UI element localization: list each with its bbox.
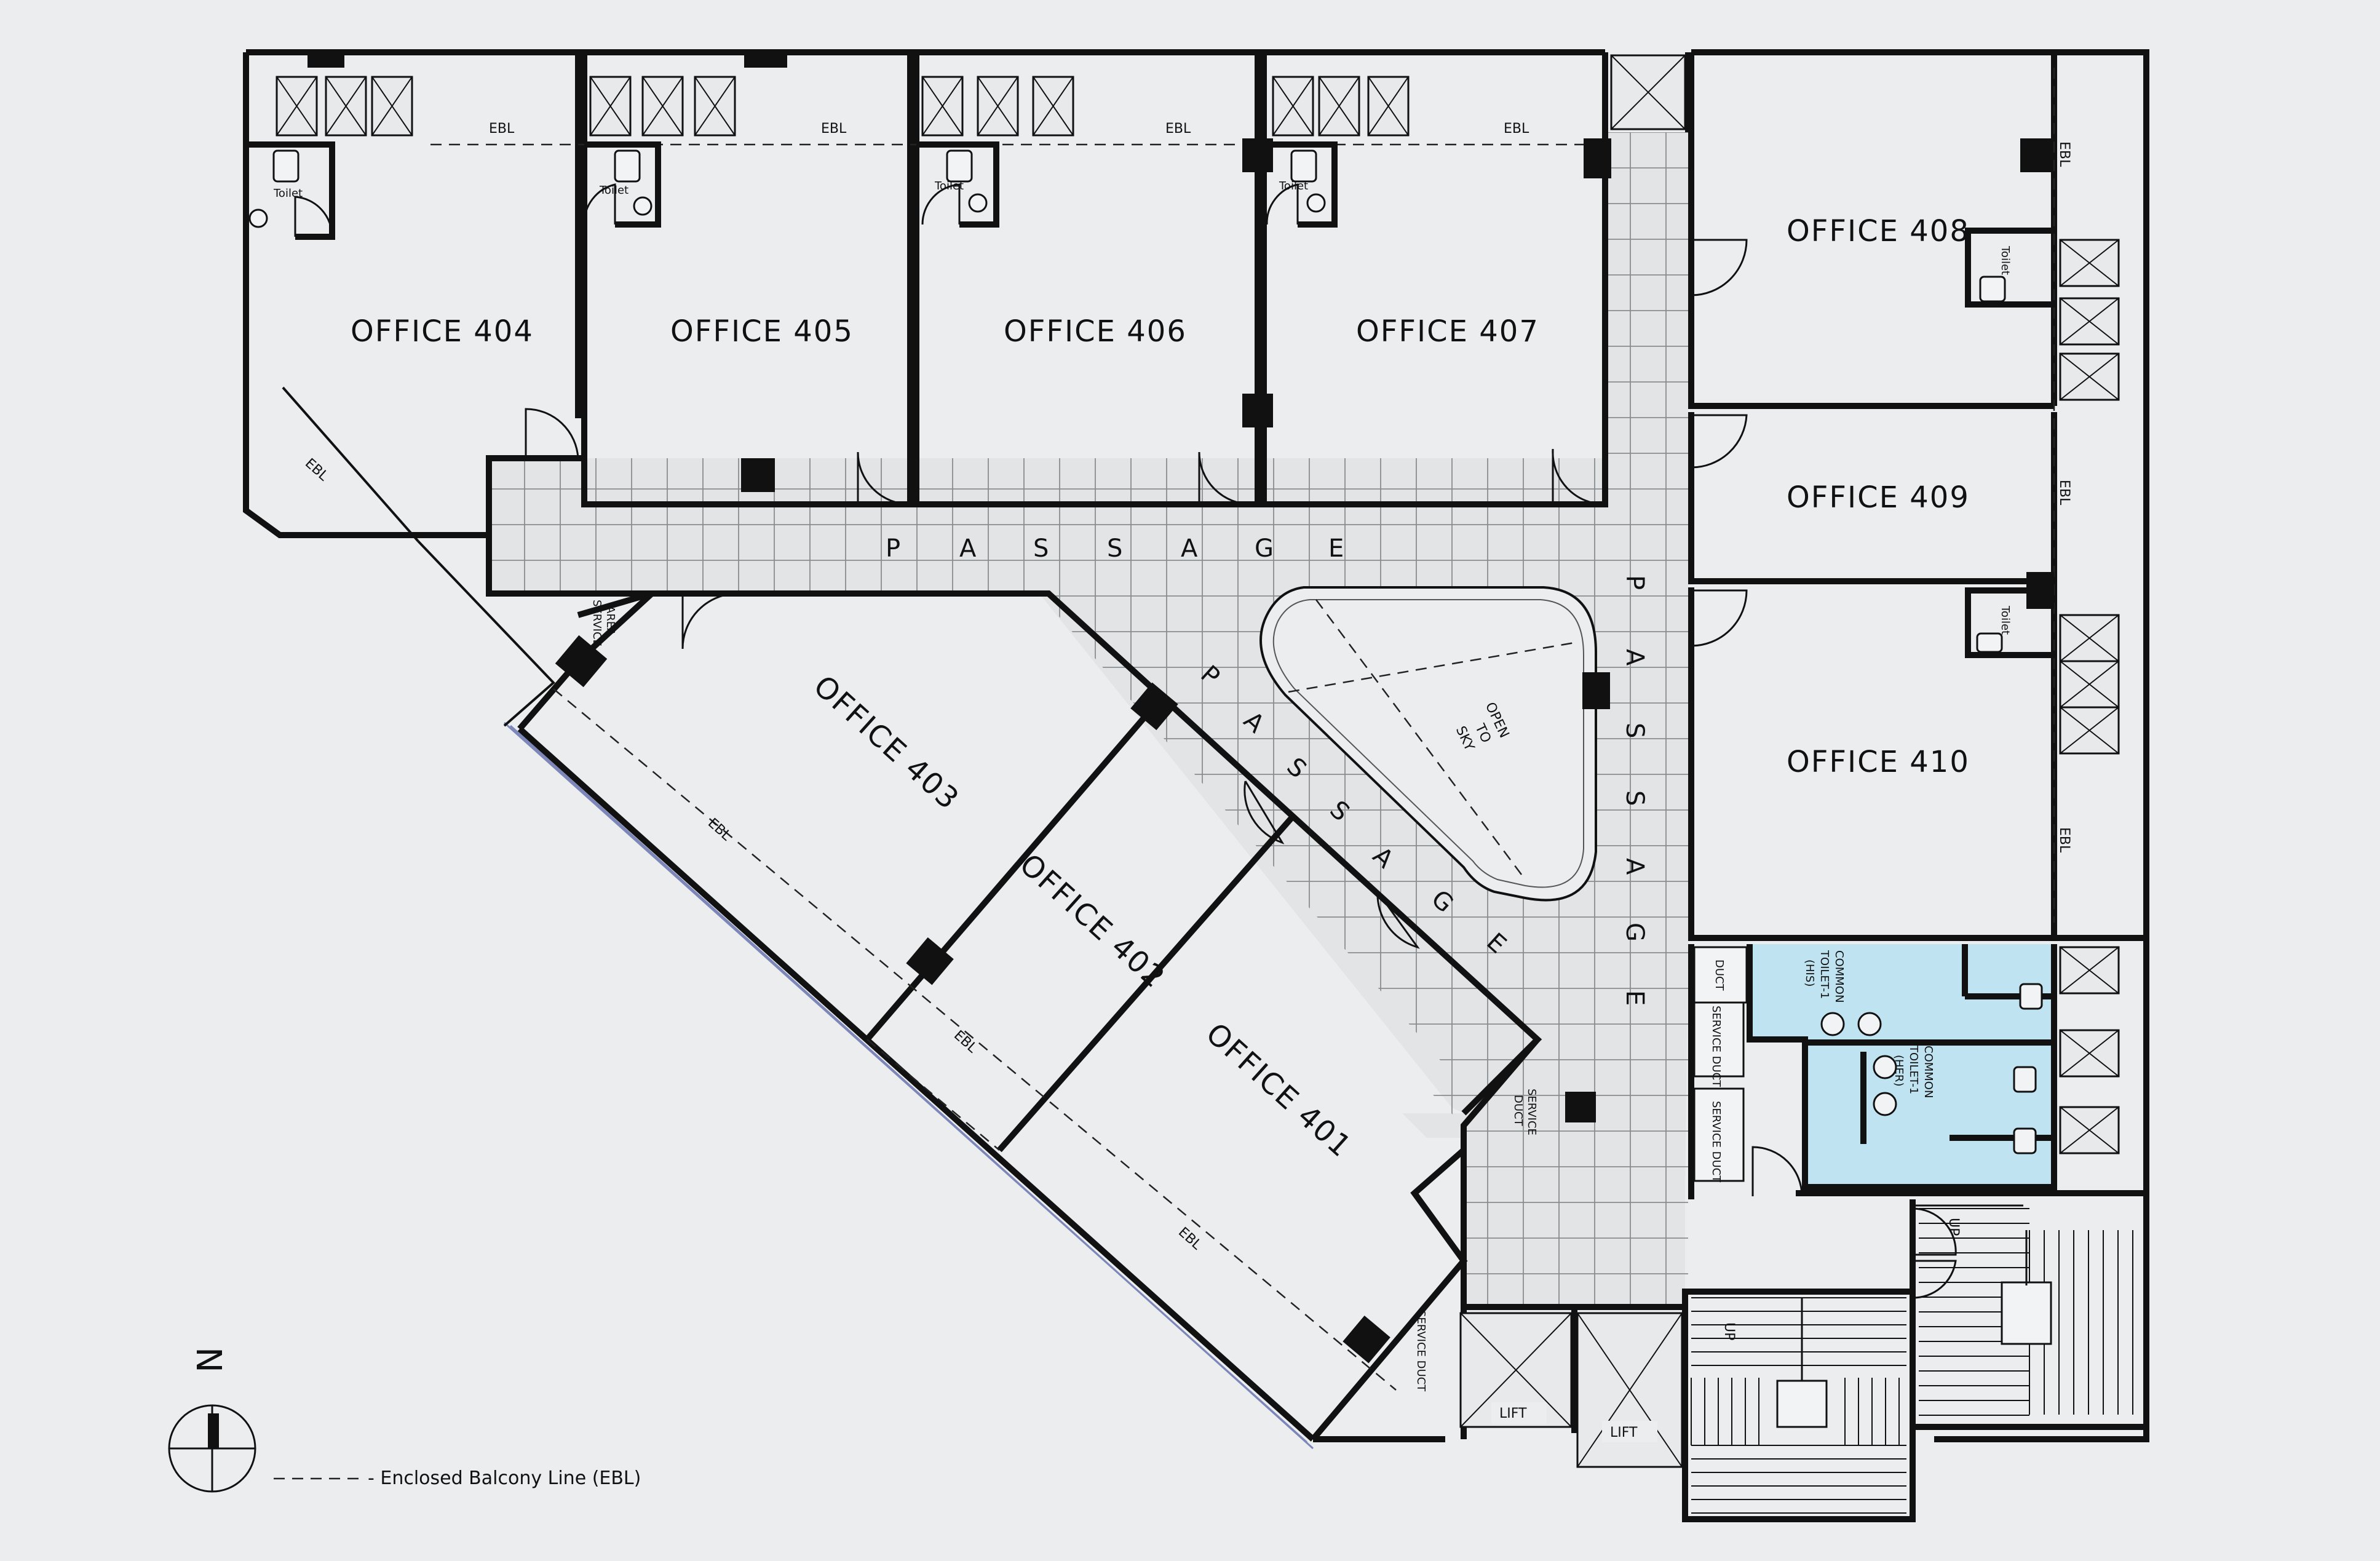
shaft-box (325, 76, 367, 137)
shaft-box (2059, 239, 2120, 287)
north-label: N (188, 1347, 228, 1373)
service-duct-label-4a: SERVICE (1525, 1089, 1538, 1135)
ebl-label-402: EBL (951, 1028, 980, 1057)
office-404-label: OFFICE 404 (351, 314, 534, 349)
shaft-box (694, 76, 736, 137)
staircase (1691, 1204, 2133, 1514)
toilet-405-label: Toilet (599, 184, 629, 197)
office-408-label: OFFICE 408 (1787, 214, 1970, 248)
passage-v-1: P (1620, 575, 1649, 591)
passage-h-6: G (1255, 534, 1275, 563)
office-410-label: OFFICE 410 (1787, 745, 1970, 779)
service-area: SERVICE AREA (590, 600, 617, 646)
service-area-line-1: SERVICE (590, 600, 603, 646)
ebl-label-401: EBL (1175, 1225, 1205, 1253)
legend: N - Enclosed Balcony Line (EBL) (168, 1347, 641, 1493)
shaft-box (1318, 76, 1360, 137)
shaft-box (2059, 614, 2120, 662)
doors (294, 183, 2012, 1299)
passage-h-5: A (1181, 534, 1199, 563)
service-duct-label-2: SERVICE DUCT (1710, 1101, 1723, 1183)
columns (307, 52, 2054, 1364)
lift-label-2: LIFT (1610, 1425, 1638, 1440)
passage-v-6: G (1620, 923, 1649, 943)
office-407-label: OFFICE 407 (1356, 314, 1539, 349)
common-toilet-his-2: TOILET-1 (1818, 950, 1831, 999)
common-toilet-his-3: (HIS) (1803, 959, 1816, 987)
shaft-box (2059, 706, 2120, 755)
toilet-410-label: Toilet (1999, 605, 2012, 635)
passage-h-3: S (1033, 534, 1050, 563)
common-toilet-her-3: (HER) (1892, 1055, 1905, 1086)
office-403-label: OFFICE 403 (807, 669, 966, 817)
shaft-boxes (276, 54, 2120, 1154)
passage-h-1: P (886, 534, 902, 563)
lifts-stairs: LIFT LIFT UP UP SERVICE DUCT SERVICE DUC… (1414, 1089, 2133, 1514)
duct-label: DUCT (1713, 959, 1726, 991)
shaft-box (1272, 76, 1314, 137)
north-arrow: N (168, 1347, 256, 1493)
shaft-box (921, 76, 964, 137)
ebl-label-407: EBL (1504, 121, 1529, 137)
stair-up-label-1: UP (1721, 1322, 1737, 1340)
passage-h-4: S (1107, 534, 1124, 563)
shaft-box (589, 76, 632, 137)
shaft-box (2059, 297, 2120, 346)
common-toilet-her-2: TOILET-1 (1907, 1045, 1920, 1094)
shaft-box (2059, 1029, 2120, 1078)
ebl-label-406: EBL (1165, 121, 1191, 137)
toilet-408-label: Toilet (1999, 245, 2012, 275)
passage-h-2: A (959, 534, 977, 563)
ebl-label-403: EBL (705, 816, 734, 844)
shaft-box (2059, 946, 2120, 995)
common-toilet-her-1: COMMON (1922, 1046, 1935, 1098)
shaft-box (1367, 76, 1410, 137)
office-405-label: OFFICE 405 (670, 314, 854, 349)
office-401-label: OFFICE 401 (1199, 1016, 1359, 1164)
common-toilet-his-1: COMMON (1833, 950, 1846, 1003)
shaft-box (2059, 660, 2120, 709)
service-area-line-2: AREA (604, 606, 617, 636)
lift-label-1: LIFT (1499, 1406, 1527, 1421)
passage-v-3: S (1620, 723, 1649, 739)
shaft-box (2059, 1106, 2120, 1154)
ebl-label-410: EBL (2057, 827, 2072, 853)
service-duct-label-3: SERVICE DUCT (1414, 1310, 1427, 1392)
shaft-box (2059, 352, 2120, 401)
service-duct-label-4b: DUCT (1512, 1095, 1525, 1127)
passage-v-2: A (1620, 649, 1649, 667)
passage-v-5: A (1620, 858, 1649, 876)
shaft-box (276, 76, 318, 137)
passage-v-4: S (1620, 790, 1649, 807)
shaft-box (641, 76, 684, 137)
office-toilets: Toilet Toilet Toilet Toilet Toilet Toile… (246, 141, 2054, 658)
common-toilets: COMMON TOILET-1 (HIS) COMMON TOILET-1 (H… (1693, 944, 2054, 1190)
service-duct-label-1: SERVICE DUCT (1710, 1006, 1723, 1087)
office-406-label: OFFICE 406 (1004, 314, 1187, 349)
office-402-label: OFFICE 402 (1013, 847, 1172, 995)
ebl-label-408: EBL (2057, 141, 2072, 167)
ebl-label-404: EBL (489, 121, 515, 137)
shaft-box (977, 76, 1019, 137)
open-to-sky: OPEN TO SKY (1259, 586, 1610, 902)
passage-v-7: E (1620, 990, 1649, 1007)
shaft-box (1032, 76, 1074, 137)
ebl-label-409: EBL (2057, 480, 2072, 506)
ebl-label-405: EBL (821, 121, 847, 137)
shaft-box (1610, 54, 1686, 130)
ebl-label-404-diag: EBL (302, 456, 331, 485)
passage-h-7: E (1328, 534, 1345, 563)
legend-ebl-text: - Enclosed Balcony Line (EBL) (368, 1468, 641, 1489)
stair-up-label-2: UP (1946, 1218, 1961, 1236)
office-409-label: OFFICE 409 (1787, 480, 1970, 515)
shaft-box (371, 76, 413, 137)
